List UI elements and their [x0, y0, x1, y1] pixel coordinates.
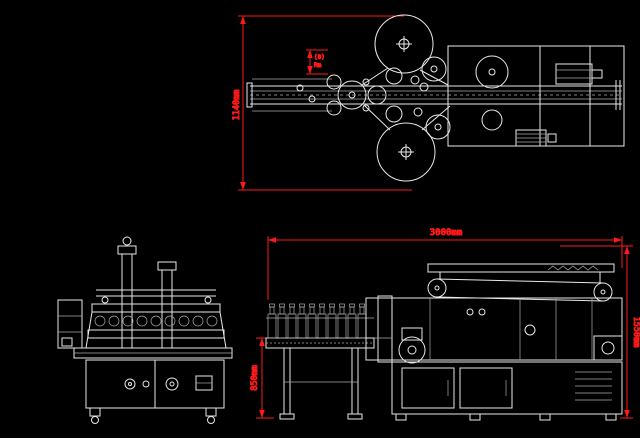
dim-overall-width-label: 3000mm	[430, 228, 463, 238]
outfeed-top-belt	[427, 263, 615, 302]
dim-overall-height-label: 1550mm	[631, 317, 640, 348]
dim-overall-width: 3000mm	[267, 228, 623, 300]
dim-conveyor-height: 850mm	[250, 337, 274, 419]
dim-overall-height: 1550mm	[560, 245, 640, 419]
infeed-conveyor	[265, 317, 375, 420]
bottle-row	[267, 303, 367, 339]
machine-bed-side	[365, 295, 623, 364]
machine-lower-cabinet	[391, 361, 623, 421]
dim-note-line2: Rm	[314, 62, 322, 69]
star-wheel-cluster	[296, 67, 403, 123]
dim-top-height-label: 1140mm	[232, 90, 242, 121]
front-heads-row	[94, 315, 218, 327]
plan-conveyor	[246, 78, 622, 112]
side-elevation-view: 3000mm 1550mm 850mm	[250, 228, 640, 421]
dim-conveyor-height-label: 850mm	[250, 365, 260, 391]
dim-note-line1: (0)	[314, 54, 325, 61]
machine-frame-plan	[447, 45, 625, 147]
front-base-cabinet	[73, 347, 233, 424]
dim-top-height: 1140mm	[232, 15, 412, 191]
front-superstructure	[85, 236, 227, 349]
top-plan-view: 1140mm (0) Rm	[232, 14, 625, 191]
front-left-panel	[57, 299, 83, 349]
label-roll-bottom	[363, 104, 451, 182]
dim-note: (0) Rm	[306, 49, 328, 75]
front-end-view	[57, 236, 233, 424]
label-roll-top	[361, 14, 449, 92]
